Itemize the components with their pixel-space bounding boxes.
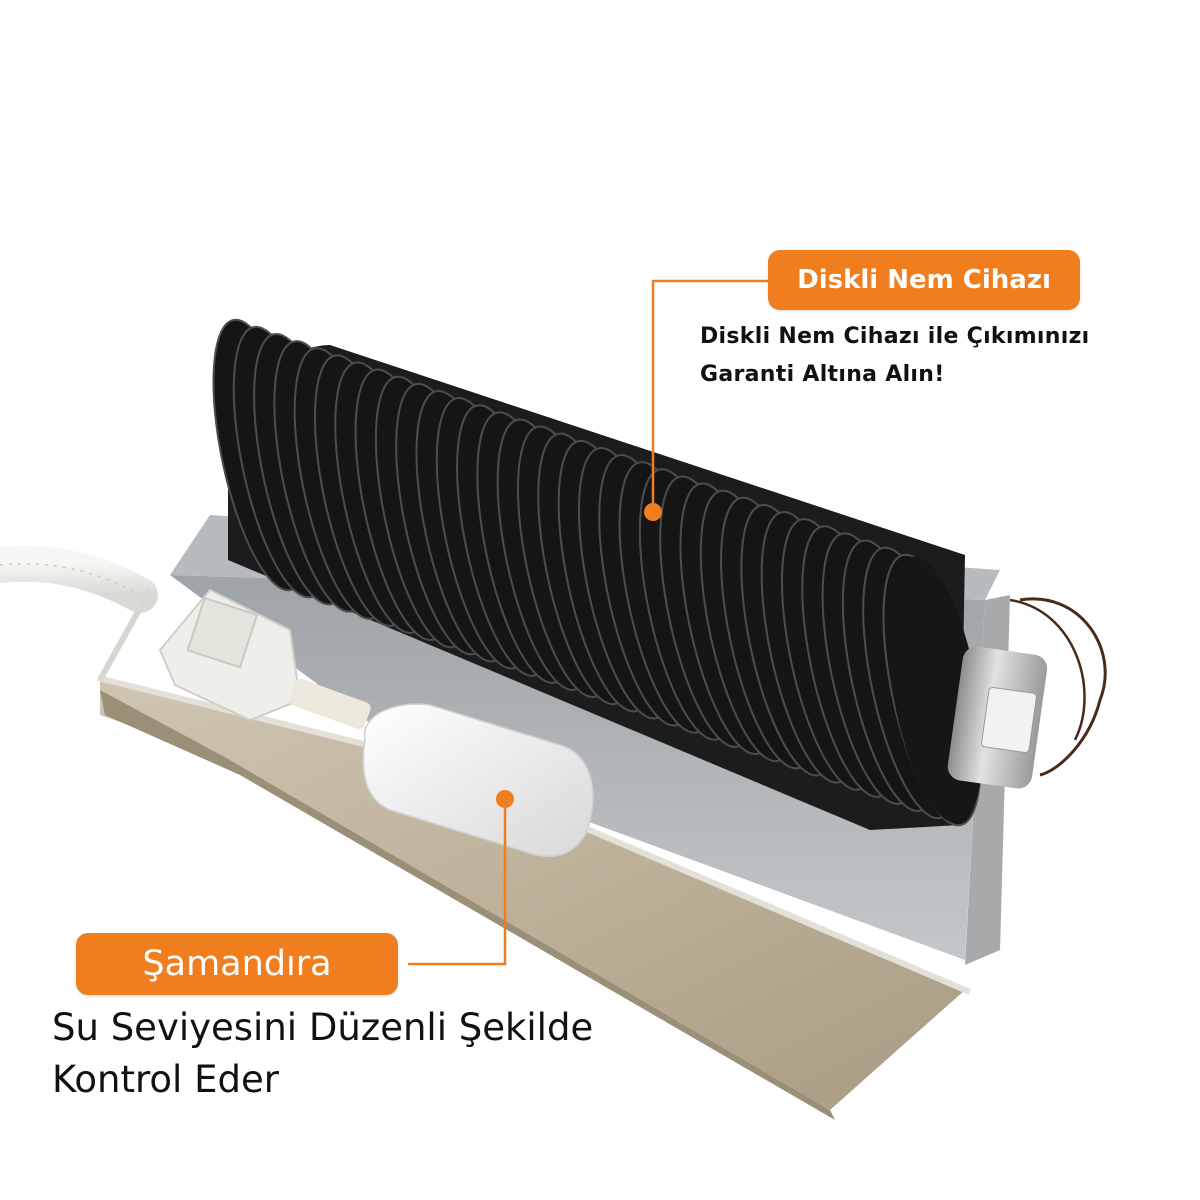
callout-lines [408,279,770,966]
float-ball [362,703,594,857]
humidifier-label-title: Diskli Nem Cihazı [797,265,1051,295]
float-caption-line1: Su Seviyesini Düzenli Şekilde [52,1006,594,1049]
water-hose [0,545,158,613]
float-caption: Su Seviyesini Düzenli Şekilde Kontrol Ed… [52,1002,692,1106]
humidifier-caption-line2: Garanti Altına Alın! [700,362,945,387]
float-label-badge: Şamandıra [76,933,398,995]
humidifier-label-badge: Diskli Nem Cihazı [768,250,1080,310]
humidifier-caption-line1: Diskli Nem Cihazı ile Çıkımınızı [700,324,1090,349]
disc-stack [212,318,982,827]
float-valve [158,588,371,730]
humidifier-caption: Diskli Nem Cihazı ile Çıkımınızı Garanti… [700,318,1180,394]
float-label-title: Şamandıra [142,944,332,984]
motor [947,597,1107,789]
float-caption-line2: Kontrol Eder [52,1058,279,1101]
disc-drum [212,318,983,830]
